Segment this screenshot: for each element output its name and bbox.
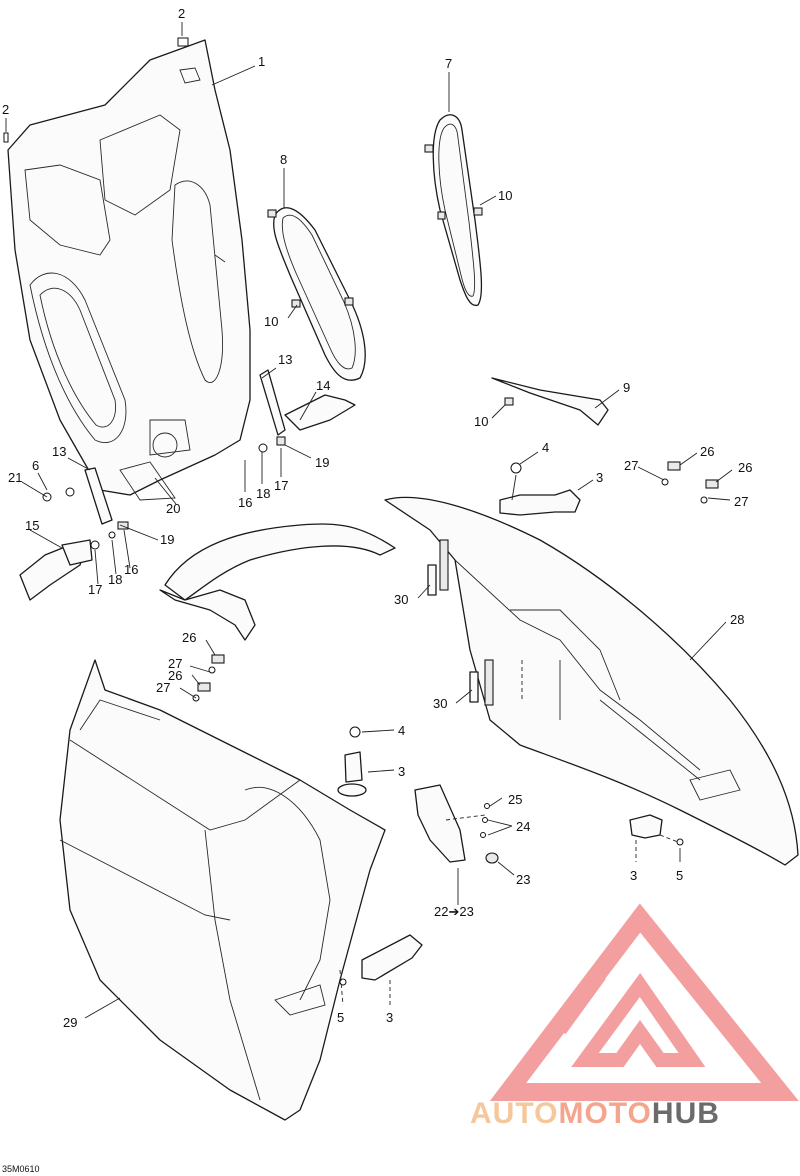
callout-20: 20: [166, 501, 180, 516]
callout-23: 23: [516, 872, 530, 887]
callout-9: 9: [623, 380, 630, 395]
callout-4-lower: 4: [398, 723, 405, 738]
part-3-handle-middle: [337, 726, 367, 797]
part-3-grip-lower: [339, 934, 423, 986]
diagram-reference-code: 35M0610: [2, 1164, 40, 1174]
callout-26-right-a: 26: [700, 444, 714, 459]
callout-24: 24: [516, 819, 530, 834]
callout-3-right: 3: [630, 868, 637, 883]
callout-22-23: 22➔23: [434, 904, 474, 919]
watermark-triangle-outer: [489, 903, 799, 1101]
callout-10-lower: 10: [474, 414, 488, 429]
part-2-clip-left: [3, 132, 9, 143]
callout-19-left: 19: [160, 532, 174, 547]
callout-27-left-b: 27: [156, 680, 170, 695]
callout-18-right: 18: [256, 486, 270, 501]
callout-1: 1: [258, 54, 265, 69]
part-28-side-panel-right: [384, 496, 799, 866]
part-15-bracket-left: [19, 467, 129, 601]
callout-19-right: 19: [315, 455, 329, 470]
part-9-trim-strip: [491, 377, 609, 426]
callout-27-right-a: 27: [624, 458, 638, 473]
part-20-edge-trim: [159, 523, 396, 641]
callout-3-middle: 3: [398, 764, 405, 779]
callout-16-left: 16: [124, 562, 138, 577]
callout-8: 8: [280, 152, 287, 167]
callout-labels: 1 2 2 7 8 10 10 10 9 13 14 19 17 18 16 2…: [2, 6, 752, 1030]
part-2-clip-top: [177, 37, 189, 47]
watermark-text: AUTOMOTOHUB: [470, 1097, 720, 1130]
callout-10-middle: 10: [264, 314, 278, 329]
part-26-27-fasteners-left: [192, 654, 225, 702]
callout-10-right: 10: [498, 188, 512, 203]
callout-5-right: 5: [676, 868, 683, 883]
callout-6: 6: [32, 458, 39, 473]
part-26-27-fasteners-right: [661, 461, 719, 504]
watermark-word-moto: MOTO: [558, 1097, 651, 1130]
part-29-side-panel-left: [59, 659, 386, 1121]
callout-30-upper: 30: [394, 592, 408, 607]
part-30-strip-upper: [427, 564, 437, 596]
watermark-word-hub: HUB: [652, 1097, 720, 1130]
part-10-clip: [504, 397, 514, 406]
callout-2-top: 2: [178, 6, 185, 21]
leader-lines: [21, 65, 733, 1019]
part-13-14-bracket-right: [258, 369, 356, 453]
callout-28: 28: [730, 612, 744, 627]
callout-17-right: 17: [274, 478, 288, 493]
callout-15: 15: [25, 518, 39, 533]
callout-21: 21: [8, 470, 22, 485]
callout-30-lower: 30: [433, 696, 447, 711]
callout-16-right: 16: [238, 495, 252, 510]
callout-13-right: 13: [278, 352, 292, 367]
watermark-word-auto: AUTO: [470, 1097, 558, 1130]
callout-18-left: 18: [108, 572, 122, 587]
callout-14: 14: [316, 378, 330, 393]
callout-13-left: 13: [52, 444, 66, 459]
watermark-logo: [489, 903, 799, 1101]
callout-2-left: 2: [2, 102, 9, 117]
part-30-strip-lower: [469, 671, 479, 703]
callout-27-left-a: 27: [168, 656, 182, 671]
callout-17-left: 17: [88, 582, 102, 597]
callout-29: 29: [63, 1015, 77, 1030]
part-7-vent-panel: [424, 114, 483, 307]
callout-25: 25: [508, 792, 522, 807]
callout-4-upper: 4: [542, 440, 549, 455]
callout-26-left-b: 26: [168, 668, 182, 683]
callout-3-lower: 3: [386, 1010, 393, 1025]
callout-26-left-a: 26: [182, 630, 196, 645]
callout-27-right-b: 27: [734, 494, 748, 509]
callout-7: 7: [445, 56, 452, 71]
callout-5-lower: 5: [337, 1010, 344, 1025]
part-1-front-panel: [7, 39, 251, 501]
callout-26-right-b: 26: [738, 460, 752, 475]
callout-3-upper: 3: [596, 470, 603, 485]
part-3-handle-upper: [499, 462, 581, 516]
watermark-inner-mark: [554, 970, 706, 1067]
part-22-mounting-plate: [414, 784, 499, 864]
